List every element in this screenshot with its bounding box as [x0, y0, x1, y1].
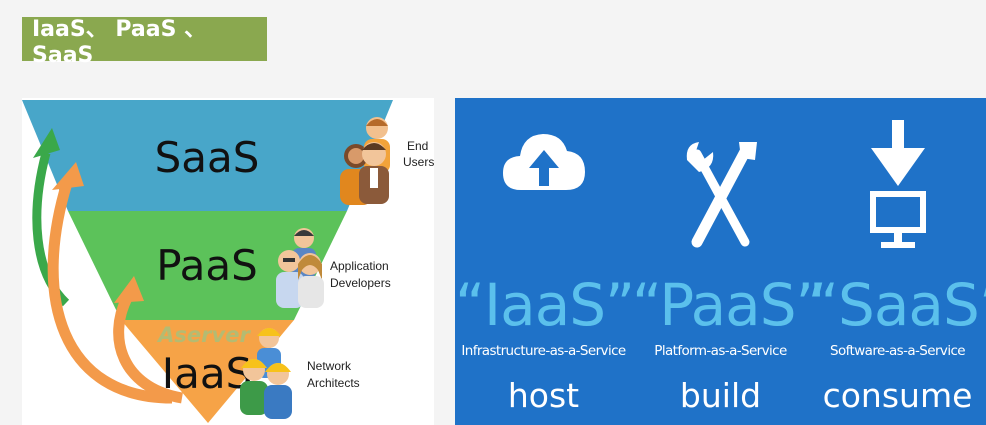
- iaas-verb: host: [507, 376, 580, 415]
- network-architects-label-line2: Architects: [307, 376, 360, 390]
- saas-verb: consume: [822, 376, 973, 415]
- service-pyramid-diagram: SaaS PaaS Aserver IaaS: [22, 100, 434, 423]
- end-users-label-line2: Users: [403, 155, 434, 169]
- page-title: IaaS、 PaaS 、SaaS: [22, 17, 267, 68]
- application-developers-label-line2: Developers: [330, 276, 391, 290]
- service-models-panel: “IaaS” Infrastructure-as-a-Service host …: [455, 98, 986, 425]
- saas-layer-label: SaaS: [155, 133, 260, 182]
- paas-description: Platform-as-a-Service: [654, 343, 787, 359]
- paas-service-card: “PaaS” Platform-as-a-Service build: [632, 98, 826, 425]
- end-users-label-line1: End: [407, 139, 428, 153]
- iaas-layer: [121, 320, 294, 423]
- paas-verb: build: [679, 376, 762, 415]
- network-architects-people-icon: [240, 328, 292, 419]
- application-developers-people-icon: [276, 228, 324, 308]
- iaas-layer-label: IaaS: [162, 349, 253, 398]
- application-developers-label-line1: Application: [330, 259, 389, 273]
- service-pyramid-panel: SaaS PaaS Aserver IaaS: [22, 98, 434, 425]
- download-monitor-icon: [869, 120, 926, 248]
- orange-curved-arrow-saas: [47, 162, 173, 404]
- iaas-description: Infrastructure-as-a-Service: [461, 343, 626, 359]
- cloud-upload-icon: [502, 134, 585, 190]
- watermark-text: Aserver: [156, 323, 251, 347]
- saas-quote-label: “SaaS”: [809, 271, 986, 339]
- orange-curved-arrow-paas: [113, 276, 184, 404]
- saas-layer: [22, 100, 393, 211]
- network-architects-label-line1: Network: [307, 359, 352, 373]
- end-users-people-icon: [340, 117, 390, 205]
- saas-service-card: “SaaS” Software-as-a-Service consume: [809, 98, 986, 425]
- iaas-service-card: “IaaS” Infrastructure-as-a-Service host: [455, 98, 635, 425]
- paas-layer-label: PaaS: [156, 241, 258, 290]
- iaas-quote-label: “IaaS”: [455, 271, 635, 339]
- tools-icon: [686, 142, 757, 248]
- saas-description: Software-as-a-Service: [830, 343, 966, 359]
- paas-quote-label: “PaaS”: [632, 271, 826, 339]
